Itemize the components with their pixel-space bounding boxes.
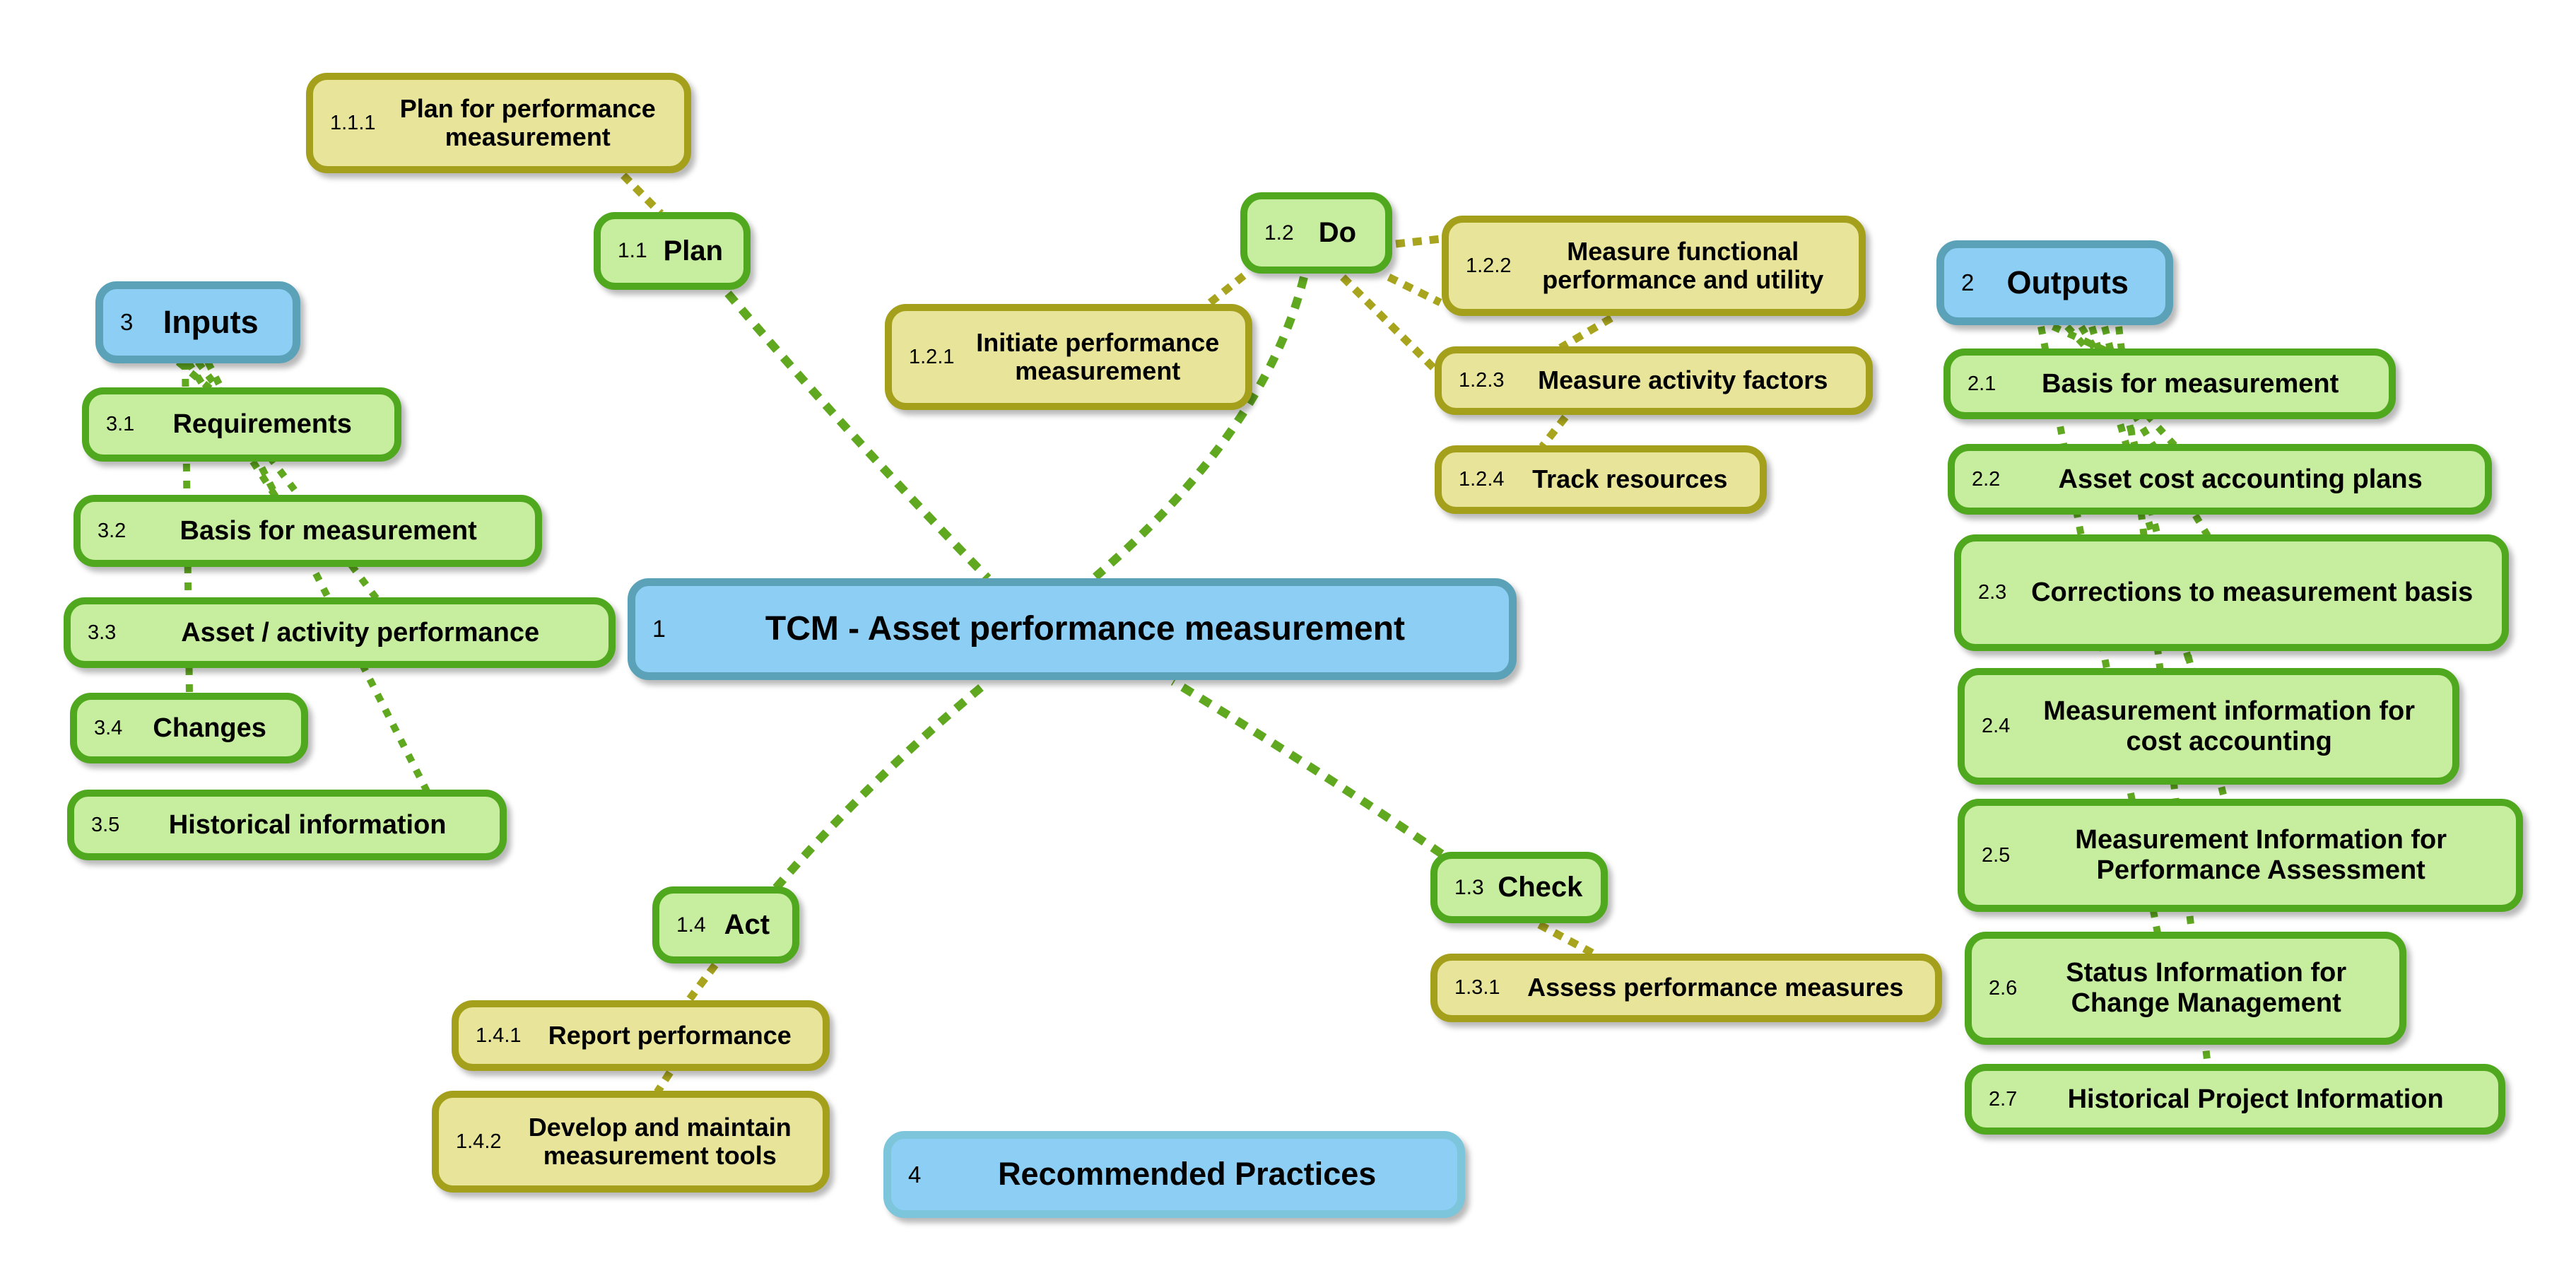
node-label: Plan for performance measurement xyxy=(399,93,656,151)
node-number: 2.2 xyxy=(1972,467,2001,491)
node-label: Measure activity factors xyxy=(1538,365,1828,395)
node-number: 1.1.1 xyxy=(330,111,376,134)
node-number: 2.4 xyxy=(1982,715,2011,737)
node-label: Historical information xyxy=(168,809,447,840)
node-number: 3.2 xyxy=(98,519,127,542)
node-number: 1.4.2 xyxy=(456,1130,502,1153)
node-label: Do xyxy=(1318,217,1357,249)
node-label: Basis for measurement xyxy=(2042,368,2339,399)
node-label: Recommended Practices xyxy=(998,1156,1377,1193)
node-number: 1.3 xyxy=(1454,875,1484,899)
node-number: 1 xyxy=(652,615,666,643)
node-1-2-2-measure-functional-performance-and-utility[interactable]: 1.2.2 Measure functional performance and… xyxy=(1442,216,1866,316)
node-number: 3.3 xyxy=(88,621,117,644)
node-label: Requirements xyxy=(172,409,352,440)
node-number: 2.6 xyxy=(1989,976,2018,1000)
node-label: Outputs xyxy=(2006,264,2129,300)
connector-do-to-1-2-2b xyxy=(1387,274,1442,306)
node-2-7-historical-project-information[interactable]: 2.7 Historical Project Information xyxy=(1965,1064,2505,1135)
node-number: 4 xyxy=(908,1161,922,1188)
connector-do-to-1-2-1 xyxy=(1202,272,1247,310)
node-label: Corrections to measurement basis xyxy=(2031,578,2474,608)
node-label: Historical Project Information xyxy=(2067,1084,2444,1114)
node-label: Initiate performance measurement xyxy=(976,327,1220,385)
node-1-3-check[interactable]: 1.3 Check xyxy=(1430,852,1608,923)
node-label: Assess performance measures xyxy=(1527,973,1904,1002)
node-number: 1.2.1 xyxy=(909,345,955,368)
node-2-2-asset-cost-accounting-plans[interactable]: 2.2 Asset cost accounting plans xyxy=(1948,444,2492,515)
node-number: 3.5 xyxy=(91,813,120,836)
node-number: 2 xyxy=(1961,269,1975,295)
node-label: Asset / activity performance xyxy=(181,617,540,648)
node-1-2-do[interactable]: 1.2 Do xyxy=(1240,192,1392,274)
connector-check-to-root xyxy=(1170,677,1445,857)
connector-act-to-1-4-1 xyxy=(686,962,719,1002)
node-number: 1.3.1 xyxy=(1454,976,1500,999)
node-label: Asset cost accounting plans xyxy=(2058,464,2423,494)
node-number: 3 xyxy=(120,309,134,335)
node-number: 1.2.3 xyxy=(1459,369,1505,392)
node-1-1-1-plan-for-performance-measurement[interactable]: 1.1.1 Plan for performance measurement xyxy=(306,73,691,173)
connector-do-to-1-2-2a xyxy=(1395,235,1441,248)
node-1-4-2-develop-and-maintain-measurement-tools[interactable]: 1.4.2 Develop and maintain measurement t… xyxy=(432,1091,830,1193)
node-1-4-act[interactable]: 1.4 Act xyxy=(652,886,799,964)
node-label: TCM - Asset performance measurement xyxy=(765,610,1406,648)
node-1-2-1-initiate-performance-measurement[interactable]: 1.2.1 Initiate performance measurement xyxy=(885,304,1252,410)
node-3-5-historical-information[interactable]: 3.5 Historical information xyxy=(67,790,507,860)
node-label: Measurement information for cost account… xyxy=(2043,696,2416,756)
node-number: 2.3 xyxy=(1978,581,2007,604)
node-label: Report performance xyxy=(548,1020,792,1050)
node-number: 1.4.1 xyxy=(476,1024,522,1047)
node-3-2-basis-for-measurement[interactable]: 3.2 Basis for measurement xyxy=(73,495,542,567)
node-label: Measurement Information for Performance … xyxy=(2075,825,2447,885)
connector-plan-to-root xyxy=(724,291,992,582)
node-number: 3.4 xyxy=(94,716,123,739)
connector-1-4-1-to-1-4-2 xyxy=(654,1070,674,1094)
node-label: Track resources xyxy=(1532,464,1728,494)
connector-inputs-3-5 xyxy=(204,360,430,793)
connector-1-2-2-to-1-2-3 xyxy=(1558,315,1613,351)
node-1-3-1-assess-performance-measures[interactable]: 1.3.1 Assess performance measures xyxy=(1430,954,1942,1022)
node-root-tcm-asset-performance-measurement[interactable]: 1 TCM - Asset performance measurement xyxy=(628,578,1517,680)
node-2-4-measurement-information-for-cost-accounting[interactable]: 2.4 Measurement information for cost acc… xyxy=(1958,668,2459,785)
node-label: Act xyxy=(724,909,770,941)
connector-act-to-root xyxy=(772,679,989,891)
node-3-3-asset-activity-performance[interactable]: 3.3 Asset / activity performance xyxy=(64,597,616,668)
node-4-recommended-practices[interactable]: 4 Recommended Practices xyxy=(883,1131,1465,1218)
node-1-1-plan[interactable]: 1.1 Plan xyxy=(594,212,751,290)
node-2-3-corrections-to-measurement-basis[interactable]: 2.3 Corrections to measurement basis xyxy=(1954,534,2509,651)
connector-1-2-3-to-1-2-4 xyxy=(1539,414,1569,450)
node-number: 2.5 xyxy=(1982,843,2011,867)
connector-do-to-root xyxy=(1093,276,1308,580)
node-1-2-4-track-resources[interactable]: 1.2.4 Track resources xyxy=(1435,445,1767,514)
node-number: 3.1 xyxy=(106,413,135,435)
node-label: Plan xyxy=(663,235,724,266)
node-number: 2.7 xyxy=(1989,1087,2018,1111)
node-label: Basis for measurement xyxy=(180,515,477,546)
node-2-6-status-information-for-change-management[interactable]: 2.6 Status Information for Change Manage… xyxy=(1965,932,2406,1045)
node-label: Inputs xyxy=(163,303,259,340)
node-number: 1.2.2 xyxy=(1466,254,1512,277)
connector-do-to-1-2-3 xyxy=(1340,274,1436,370)
node-3-1-requirements[interactable]: 3.1 Requirements xyxy=(82,387,401,462)
node-number: 2.1 xyxy=(1968,372,1996,395)
node-1-4-1-report-performance[interactable]: 1.4.1 Report performance xyxy=(452,1000,830,1071)
node-3-inputs[interactable]: 3 Inputs xyxy=(95,281,300,363)
node-2-outputs[interactable]: 2 Outputs xyxy=(1936,240,2173,325)
node-label: Check xyxy=(1498,872,1583,903)
node-3-4-changes[interactable]: 3.4 Changes xyxy=(70,693,308,763)
node-number: 1.2 xyxy=(1264,221,1294,245)
node-2-1-basis-for-measurement[interactable]: 2.1 Basis for measurement xyxy=(1943,348,2396,419)
connector-1-1-1-to-plan xyxy=(621,172,664,216)
connector-check-to-1-3-1 xyxy=(1537,921,1596,957)
node-1-2-3-measure-activity-factors[interactable]: 1.2.3 Measure activity factors xyxy=(1435,346,1873,415)
node-2-5-measurement-information-for-performance-assessment[interactable]: 2.5 Measurement Information for Performa… xyxy=(1958,799,2523,912)
node-number: 1.2.4 xyxy=(1459,468,1505,491)
node-number: 1.1 xyxy=(618,239,647,262)
node-label: Changes xyxy=(153,713,266,743)
node-label: Measure functional performance and utili… xyxy=(1542,236,1824,294)
node-number: 1.4 xyxy=(676,913,706,937)
node-label: Develop and maintain measurement tools xyxy=(528,1112,792,1170)
node-label: Status Information for Change Management xyxy=(2066,958,2347,1018)
